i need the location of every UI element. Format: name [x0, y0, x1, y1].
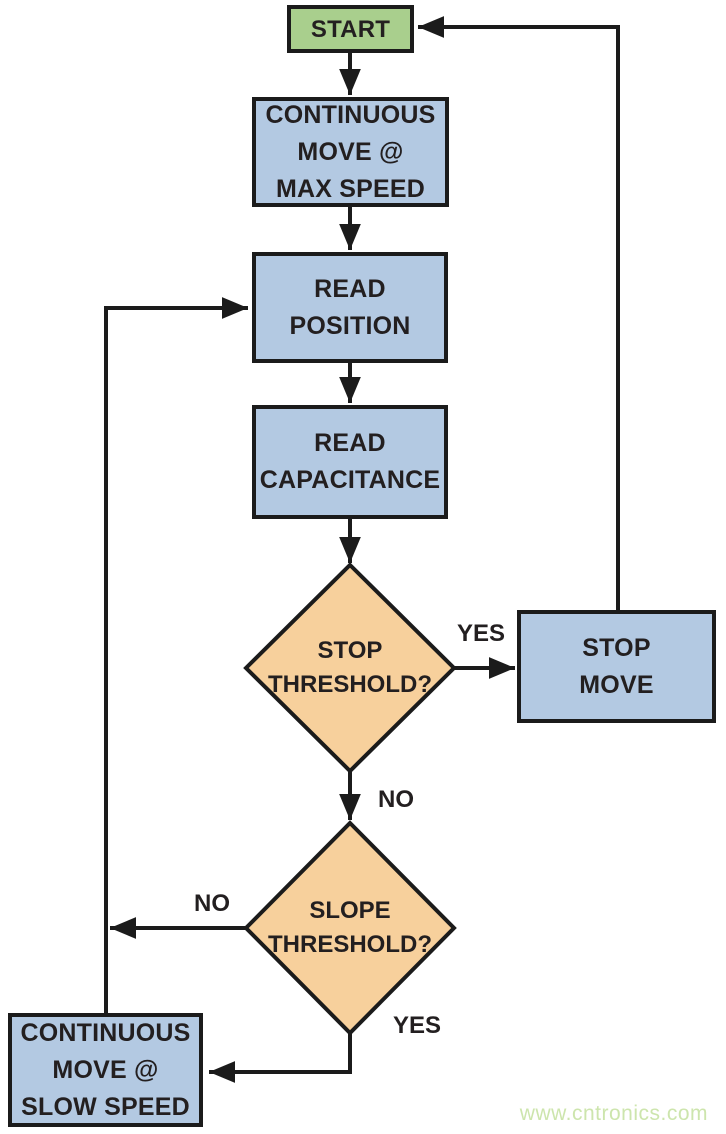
- node-continuous-move-max-speed: CONTINUOUS MOVE @ MAX SPEED: [252, 97, 449, 207]
- watermark: www.cntronics.com: [519, 1102, 708, 1125]
- node-stop-move: STOP MOVE: [517, 610, 716, 723]
- node-read-position: READ POSITION: [252, 252, 448, 363]
- edge-slow-speed-loop-to-read-position: [104, 297, 248, 1013]
- label-slope-threshold-yes: YES: [392, 1012, 442, 1039]
- label-slope-threshold-no: NO: [194, 890, 230, 917]
- node-start: START: [287, 5, 414, 53]
- node-continuous-move-slow-speed: CONTINUOUS MOVE @ SLOW SPEED: [8, 1013, 203, 1127]
- node-slope-threshold-label: SLOPE THRESHOLD?: [268, 897, 432, 958]
- node-read-capacitance: READ CAPACITANCE: [252, 405, 448, 519]
- stop-threshold-diamond: [243, 562, 457, 774]
- label-stop-threshold-no: NO: [378, 786, 414, 813]
- label-stop-threshold-yes: YES: [456, 620, 506, 647]
- edge-stop-move-to-start: [418, 16, 620, 610]
- slope-threshold-diamond: [243, 820, 457, 1036]
- edge-slope-threshold-yes-to-slow-speed: [209, 1033, 352, 1083]
- node-stop-threshold-label: STOP THRESHOLD?: [268, 637, 432, 698]
